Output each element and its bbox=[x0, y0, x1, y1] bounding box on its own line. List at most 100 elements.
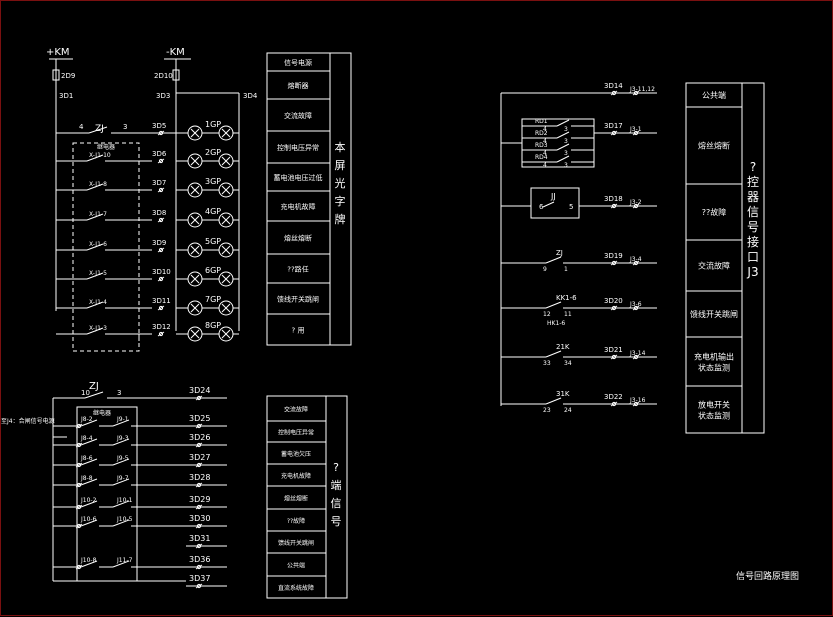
node-3: 3 bbox=[123, 123, 127, 131]
contact-left: J10-8 bbox=[80, 557, 97, 564]
rd-label: RD2 bbox=[535, 130, 548, 137]
contact-right: J9-5 bbox=[116, 455, 129, 462]
contact-label: X-J1-3 bbox=[89, 325, 107, 332]
light-row-label: 充电机故障 bbox=[281, 202, 316, 211]
sk2-switch-pin: 24 bbox=[564, 407, 572, 414]
signal-row-label: ??故障 bbox=[287, 517, 305, 525]
lamp-label-8gp: 8GP bbox=[205, 321, 221, 330]
controller-side-label-j3: J3 bbox=[746, 265, 758, 279]
controller-side-label: ?控器信号接口 bbox=[747, 160, 759, 264]
terminal-3d36: 3D36 bbox=[189, 555, 210, 564]
light-row-label: 熔断器 bbox=[288, 81, 309, 90]
rd-pin: 4 bbox=[543, 138, 547, 145]
controller-row-label: 交流故障 bbox=[698, 261, 730, 271]
node-3-bottom: 3 bbox=[117, 389, 121, 397]
relay-bottom-label: 继电器 bbox=[93, 409, 111, 417]
contact-label: X-J1-8 bbox=[89, 181, 107, 188]
hk-label: HK1-6 bbox=[547, 320, 565, 327]
kk-switch-pin: 12 bbox=[543, 311, 551, 318]
rd-label: RD1 bbox=[535, 118, 548, 125]
terminal-3d17: 3D17 bbox=[604, 122, 623, 130]
sk2-switch: 31K bbox=[556, 390, 570, 398]
rd-pin: 4 bbox=[543, 162, 547, 169]
rd-pin: 4 bbox=[543, 150, 547, 157]
terminal-3d3: 3D3 bbox=[156, 92, 170, 100]
j3-pin-label: J3-11,12 bbox=[629, 86, 655, 93]
terminal-3d28: 3D28 bbox=[189, 473, 210, 482]
terminal-3d1: 3D1 bbox=[59, 92, 73, 100]
relay-box-label: 继电器 bbox=[97, 143, 115, 151]
sk1-switch-pin: 33 bbox=[543, 360, 551, 367]
jj-label: JJ bbox=[550, 192, 556, 201]
lamp-label-6gp: 6GP bbox=[205, 266, 221, 275]
j3-pin-label: J3-16 bbox=[629, 397, 646, 404]
terminal-3d12: 3D12 bbox=[152, 323, 171, 331]
rd-pin: 4 bbox=[543, 126, 547, 133]
lamp-label-5gp: 5GP bbox=[205, 237, 221, 246]
side-signal-label: 至J4：合闸信号电源 bbox=[1, 417, 55, 425]
contact-right: J11-7 bbox=[116, 557, 133, 564]
lamp-label-2gp: 2GP bbox=[205, 148, 221, 157]
lamp-label-3gp: 3GP bbox=[205, 177, 221, 186]
terminal-3d9: 3D9 bbox=[152, 239, 166, 247]
contact-left: J8-4 bbox=[80, 435, 93, 442]
controller-row-label: 充电机输出状态监测 bbox=[694, 352, 734, 373]
signal-row-label: 熔丝熔断 bbox=[284, 495, 308, 503]
bus-pos-label: +KM bbox=[46, 47, 70, 58]
bus-neg-label: -KM bbox=[166, 47, 185, 58]
contact-left: J8-6 bbox=[80, 455, 93, 462]
terminal-3d27: 3D27 bbox=[189, 453, 210, 462]
drawing-title: 信号回路原理图 bbox=[736, 570, 799, 582]
j3-pin-label: J3-14 bbox=[629, 350, 646, 357]
contact-right: J9-3 bbox=[116, 435, 129, 442]
rd-pin: 3 bbox=[564, 150, 568, 157]
kk-switch-pin: 11 bbox=[564, 311, 572, 318]
zj-label: ZJ bbox=[95, 124, 104, 134]
controller-row-label: 馈线开关跳闸 bbox=[690, 309, 738, 319]
j3-pin-label: J3-6 bbox=[629, 301, 642, 308]
terminal-3d25: 3D25 bbox=[189, 414, 210, 423]
controller-row-label: 熔丝熔断 bbox=[698, 141, 730, 151]
signal-row-label: 充电机故障 bbox=[281, 472, 311, 480]
light-row-label: 信号电源 bbox=[284, 58, 312, 67]
sk1-switch-pin: 34 bbox=[564, 360, 572, 367]
rd-pin: 3 bbox=[564, 162, 568, 169]
rd-label: RD3 bbox=[535, 142, 548, 149]
contact-label: X-J1-7 bbox=[89, 211, 107, 218]
terminal-3d21: 3D21 bbox=[604, 346, 623, 354]
sk1-switch: 21K bbox=[556, 343, 570, 351]
contact-left: J8-2 bbox=[80, 416, 93, 423]
light-row-label: 熔丝熔断 bbox=[284, 234, 312, 243]
signal-row-label: 交流故障 bbox=[284, 406, 308, 414]
terminal-3d18: 3D18 bbox=[604, 195, 623, 203]
jj-pin-b: 5 bbox=[569, 203, 573, 211]
signal-row-label: 馈线开关跳闸 bbox=[278, 539, 314, 547]
light-row-label: ? 用 bbox=[292, 327, 305, 335]
j3-pin-label: J3-2 bbox=[629, 199, 642, 206]
zj-right-pin: 9 bbox=[543, 266, 547, 273]
fuse-pos bbox=[52, 69, 60, 81]
light-row-label: ??路任 bbox=[287, 265, 308, 274]
contact-label: X-J1-6 bbox=[89, 241, 107, 248]
remote-signal-table: 交流故障控制电压异常蓄电池欠压充电机故障熔丝熔断??故障馈线开关跳闸公共端直流系… bbox=[266, 395, 348, 599]
light-row-label: 交流故障 bbox=[284, 111, 312, 120]
terminal-3d10: 3D10 bbox=[152, 268, 171, 276]
terminal-3d26: 3D26 bbox=[189, 433, 210, 442]
terminal-3d11: 3D11 bbox=[152, 297, 171, 305]
node-4: 4 bbox=[79, 123, 84, 131]
terminal-3d6: 3D6 bbox=[152, 150, 167, 158]
zj-right: ZJ bbox=[556, 249, 563, 257]
terminal-3d37: 3D37 bbox=[189, 574, 210, 583]
contact-right: J10-5 bbox=[116, 516, 133, 523]
contact-left: J10-2 bbox=[80, 497, 97, 504]
signal-row-label: 直流系统故障 bbox=[278, 584, 314, 592]
lamp-label-7gp: 7GP bbox=[205, 295, 221, 304]
terminal-3d24: 3D24 bbox=[189, 386, 210, 395]
signal-row-label: 蓄电池欠压 bbox=[281, 450, 311, 458]
light-panel-table: 信号电源熔断器交流故障控制电压异常蓄电池电压过低充电机故障熔丝熔断??路任馈线开… bbox=[266, 52, 352, 346]
jj-pin-a: 6 bbox=[539, 203, 544, 211]
rd-pin: 3 bbox=[564, 138, 568, 145]
